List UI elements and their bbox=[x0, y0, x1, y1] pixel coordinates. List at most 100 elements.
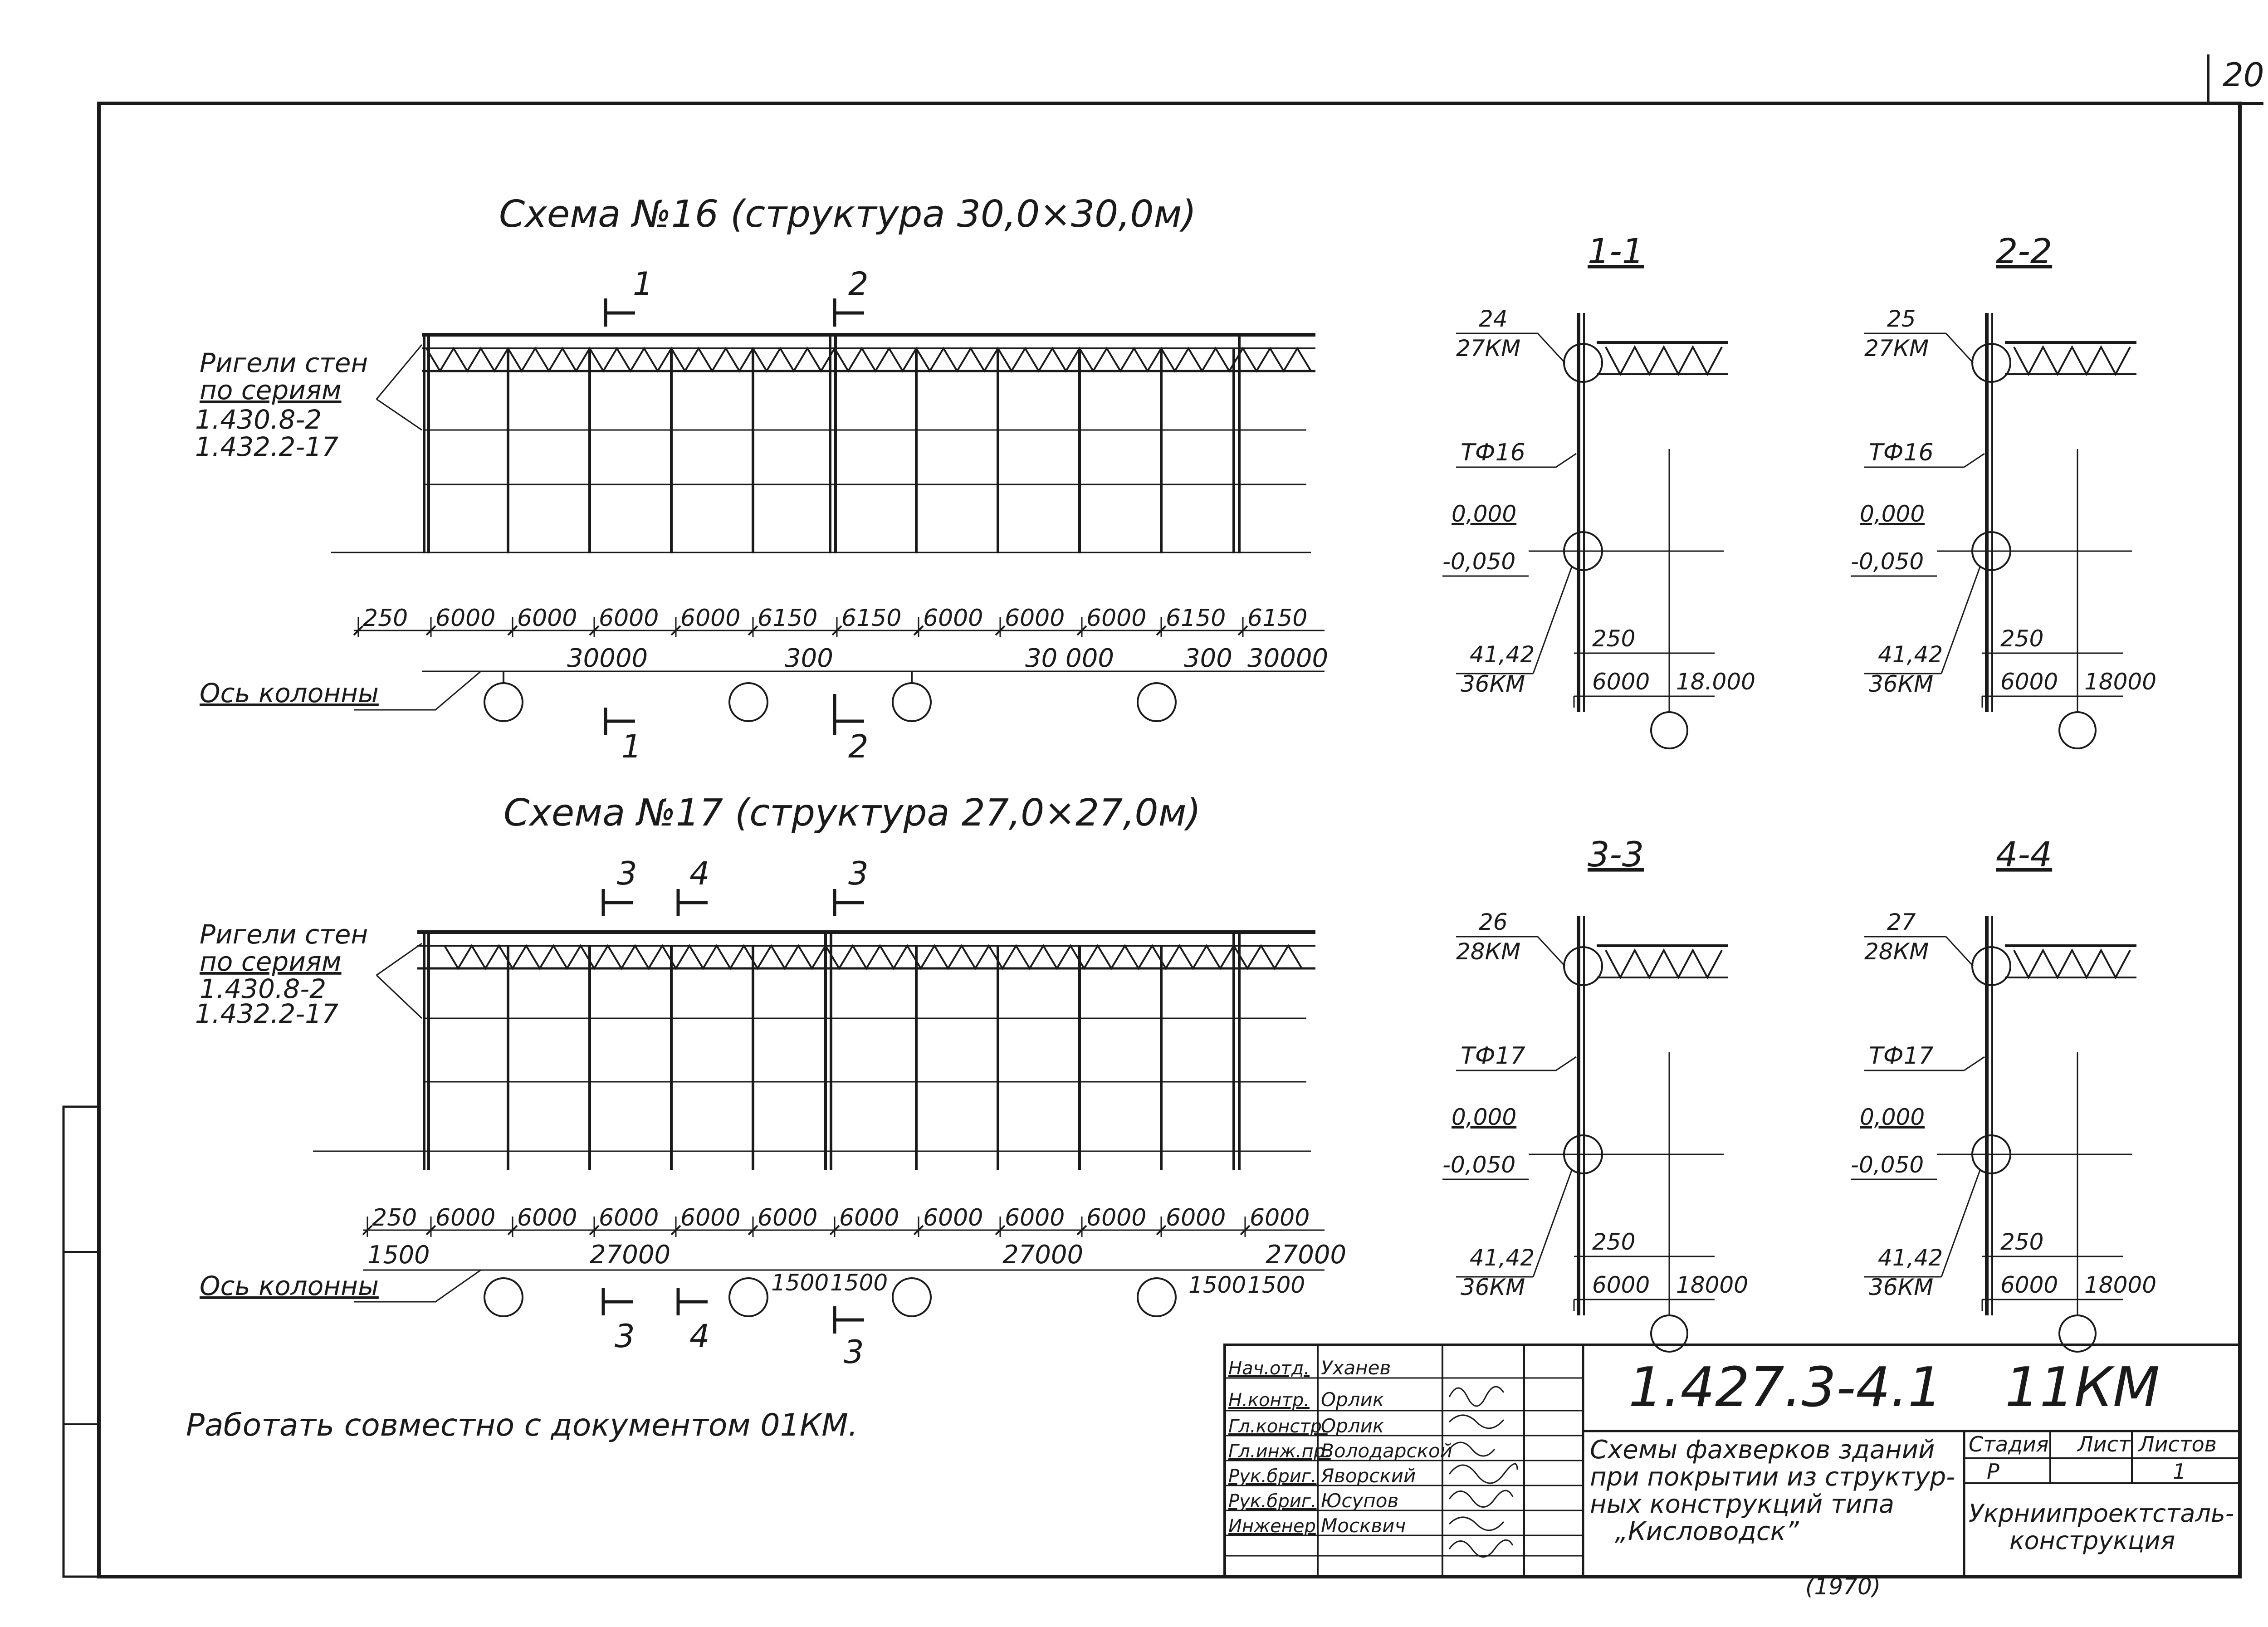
level-bottom: -0,050 bbox=[1851, 548, 1924, 575]
element-mark: ТФ17 bbox=[1461, 1042, 1525, 1070]
base-node-ref: 41,42 bbox=[1878, 641, 1943, 668]
dim-label: 6000 bbox=[1086, 605, 1146, 632]
role-title: Рук.бриг. bbox=[1228, 1466, 1316, 1487]
dim-label: 6150 bbox=[758, 605, 817, 632]
svg-text:3: 3 bbox=[848, 855, 869, 892]
section-4-4: 4-42728КМТФ170,000-0,05041,4236КМ2506000… bbox=[1851, 834, 2156, 1353]
dim-27000-b: 27000 bbox=[1002, 1240, 1083, 1270]
level-top: 0,000 bbox=[1860, 501, 1925, 527]
dim-label: 6000 bbox=[1086, 1204, 1146, 1231]
svg-text:1.432.2-17: 1.432.2-17 bbox=[195, 998, 338, 1029]
section-title: 1-1 bbox=[1588, 231, 1644, 271]
role-title: Инженер bbox=[1228, 1516, 1316, 1537]
scheme-16-title: Схема №16 (структура 30,0×30,0м) bbox=[499, 193, 1196, 236]
sheet-frame bbox=[62, 54, 2263, 1578]
general-note: Работать совместно с документом 01КМ. bbox=[186, 1407, 858, 1443]
dim-label: 6000 bbox=[517, 1204, 577, 1231]
section-title: 2-2 bbox=[1996, 231, 2052, 271]
dim-label: 6000 bbox=[599, 605, 659, 632]
dim-label: 250 bbox=[363, 605, 408, 632]
svg-text:30000: 30000 bbox=[1247, 644, 1328, 673]
dim-label: 250 bbox=[372, 1204, 417, 1231]
organization: Укрниипроектсталь- bbox=[1969, 1499, 2234, 1528]
svg-text:4: 4 bbox=[689, 1318, 710, 1355]
svg-text:1500: 1500 bbox=[367, 1241, 430, 1269]
span-dim-1: 6000 bbox=[1592, 1272, 1650, 1298]
section-title: 3-3 bbox=[1588, 834, 1644, 875]
wall-girders bbox=[313, 1017, 1311, 1152]
level-top: 0,000 bbox=[1452, 1104, 1516, 1130]
role-person: Орлик bbox=[1321, 1388, 1384, 1411]
svg-text:1.432.2-17: 1.432.2-17 bbox=[195, 431, 338, 462]
level-top: 0,000 bbox=[1452, 501, 1516, 527]
svg-text:300: 300 bbox=[785, 644, 833, 673]
section-2-2: 2-22527КМТФ160,000-0,05041,4236КМ2506000… bbox=[1851, 231, 2156, 749]
svg-text:1500: 1500 bbox=[1188, 1272, 1246, 1298]
node-ref: 27 bbox=[1887, 909, 1916, 935]
dim-label: 6000 bbox=[923, 605, 983, 632]
axis-circles bbox=[484, 1277, 1177, 1317]
dim-label: 6000 bbox=[599, 1204, 659, 1231]
role-title: Нач.отд. bbox=[1228, 1358, 1310, 1379]
svg-text:1.430.8-2: 1.430.8-2 bbox=[195, 404, 322, 435]
scheme-17: Схема №17 (структура 27,0×27,0м) Ригели … bbox=[195, 792, 1346, 1371]
column-axis-label: Ось колонны bbox=[200, 1270, 379, 1301]
node-ref: 24 bbox=[1479, 306, 1508, 332]
dim-27000-a: 27000 bbox=[590, 1240, 670, 1270]
base-sheet-ref: 36КМ bbox=[1869, 671, 1933, 697]
node-sheet-ref: 28КМ bbox=[1456, 938, 1520, 965]
svg-text:1500: 1500 bbox=[830, 1270, 888, 1296]
offset-dim: 250 bbox=[1592, 625, 1635, 652]
fachwerk-columns bbox=[423, 932, 1241, 1170]
dim-label: 6150 bbox=[1247, 605, 1307, 632]
column-axis-label: Ось колонны bbox=[200, 678, 379, 708]
svg-text:4: 4 bbox=[689, 855, 710, 892]
offset-dim: 250 bbox=[2000, 1229, 2043, 1255]
level-bottom: -0,050 bbox=[1442, 1152, 1515, 1178]
wall-girders bbox=[331, 429, 1311, 553]
title-block: Нач.отд.УханевН.контр.ОрликГл.констр.Орл… bbox=[1223, 1344, 2241, 1600]
svg-text:„Кисловодск”: „Кисловодск” bbox=[1615, 1517, 1799, 1546]
svg-text:3: 3 bbox=[615, 1318, 635, 1355]
truss-web bbox=[425, 347, 1312, 373]
doc-mark: 11КМ bbox=[2005, 1356, 2160, 1419]
svg-text:по сериям: по сериям bbox=[200, 375, 342, 406]
axis-circles bbox=[484, 671, 1177, 722]
dim-label: 6000 bbox=[1005, 1204, 1065, 1231]
base-node-ref: 41,42 bbox=[1470, 1245, 1535, 1271]
year: (1970) bbox=[1805, 1573, 1881, 1600]
svg-text:при покрытии из структур-: при покрытии из структур- bbox=[1590, 1462, 1955, 1492]
svg-text:1: 1 bbox=[633, 265, 653, 303]
base-node-ref: 41,42 bbox=[1878, 1245, 1943, 1271]
role-person: Юсупов bbox=[1321, 1490, 1398, 1512]
doc-code: 1.427.3-4.1 bbox=[1628, 1356, 1942, 1419]
svg-text:1500: 1500 bbox=[1247, 1272, 1305, 1298]
element-mark: ТФ16 bbox=[1869, 439, 1934, 466]
svg-text:по сериям: по сериям bbox=[200, 946, 342, 977]
role-title: Гл.констр. bbox=[1228, 1416, 1328, 1437]
stage-value: Р bbox=[1987, 1459, 1999, 1484]
base-sheet-ref: 36КМ bbox=[1869, 1274, 1933, 1300]
svg-text:3: 3 bbox=[844, 1334, 864, 1371]
sheets-value: 1 bbox=[2173, 1459, 2186, 1484]
element-mark: ТФ17 bbox=[1869, 1042, 1934, 1070]
span-dim-2: 18.000 bbox=[1676, 669, 1755, 695]
svg-text:300: 300 bbox=[1184, 644, 1232, 673]
dim-30000-b: 30 000 bbox=[1025, 644, 1114, 673]
fachwerk-columns bbox=[423, 335, 1241, 553]
level-top: 0,000 bbox=[1860, 1104, 1925, 1130]
svg-text:27000: 27000 bbox=[1266, 1240, 1346, 1270]
dim-label: 6000 bbox=[1005, 605, 1065, 632]
sheets-label: Листов bbox=[2138, 1432, 2217, 1456]
description-line-1: Схемы фахверков зданий bbox=[1590, 1435, 1935, 1465]
sheet-number: 20 bbox=[2223, 56, 2264, 94]
svg-text:1500: 1500 bbox=[771, 1270, 829, 1296]
node-sheet-ref: 28КМ bbox=[1864, 938, 1929, 965]
dim-label: 6000 bbox=[1166, 1204, 1226, 1231]
dim-label: 6000 bbox=[1250, 1204, 1310, 1231]
section-1-1: 1-12427КМТФ160,000-0,05041,4236КМ2506000… bbox=[1442, 231, 1755, 749]
span-dim-2: 18000 bbox=[1676, 1272, 1748, 1298]
scheme-17-title: Схема №17 (структура 27,0×27,0м) bbox=[503, 792, 1201, 835]
